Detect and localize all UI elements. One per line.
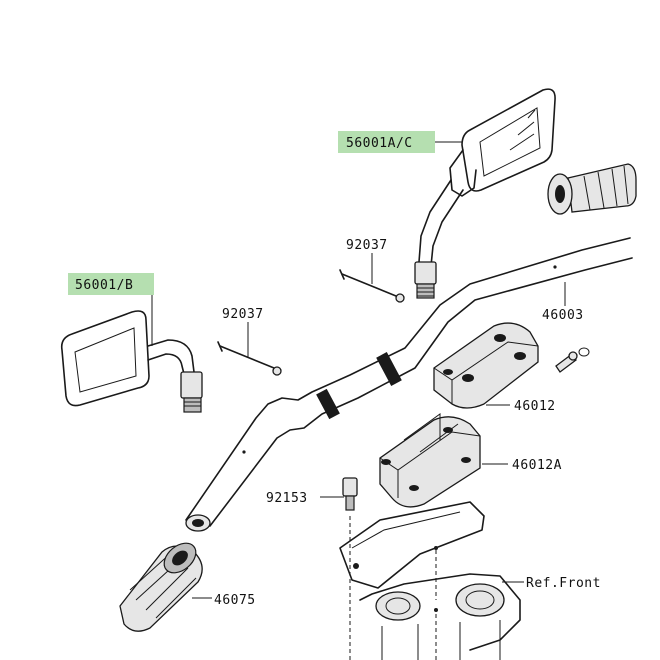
label-rod-right: 92037: [346, 238, 388, 253]
label-lower-holder: 46012A: [512, 458, 562, 473]
upper-holder-part: [433, 322, 590, 409]
grip-part: [119, 542, 203, 632]
lower-holder-part: [379, 413, 481, 508]
handlebar-part: [185, 237, 633, 532]
bolt-part: [342, 477, 358, 660]
mirror-left-part: [60, 310, 203, 413]
label-upper-holder: 46012: [514, 399, 556, 414]
label-mirror-left: 56001/B: [75, 278, 133, 293]
mirror-right-part: [414, 88, 556, 299]
label-ref-front: Ref.Front: [526, 576, 601, 591]
callout-mirror-right: 56001A/C: [338, 131, 435, 153]
label-rod-left: 92037: [222, 307, 264, 322]
label-grip: 46075: [214, 593, 256, 608]
label-bolt: 92153: [266, 491, 308, 506]
callout-mirror-left: 56001/B: [68, 273, 154, 295]
throttle-grip-part: [547, 163, 637, 215]
steering-stem-part: [339, 501, 521, 660]
rod-left-part: [217, 341, 282, 376]
label-handlebar: 46003: [542, 308, 584, 323]
label-mirror-right: 56001A/C: [346, 136, 413, 151]
rod-right-part: [339, 269, 405, 303]
